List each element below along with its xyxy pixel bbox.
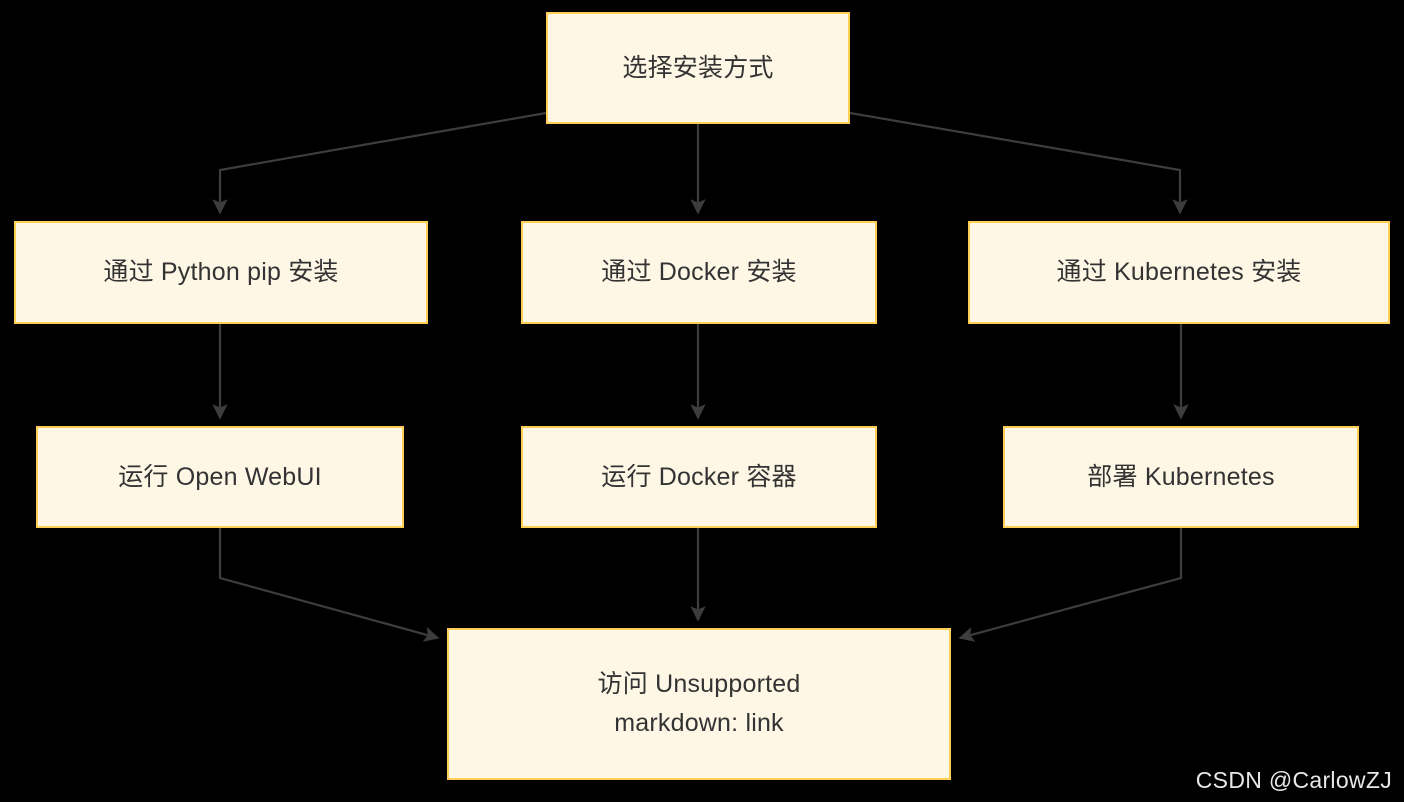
node-install-via-python-pip[interactable]: 通过 Python pip 安装 bbox=[14, 221, 428, 324]
node-label: 通过 Python pip 安装 bbox=[103, 258, 339, 286]
node-deploy-kubernetes[interactable]: 部署 Kubernetes bbox=[1003, 426, 1359, 528]
edge-run-webui-to-access bbox=[218, 528, 440, 642]
edge-deploy-k8s-to-access bbox=[958, 528, 1183, 642]
node-label: 通过 Kubernetes 安装 bbox=[1056, 258, 1302, 286]
node-label: 部署 Kubernetes bbox=[1087, 462, 1275, 491]
edge-root-to-kubernetes bbox=[849, 111, 1188, 215]
node-label: 访问 Unsupported markdown: link bbox=[597, 670, 801, 737]
node-select-install-method[interactable]: 选择安装方式 bbox=[546, 12, 850, 124]
watermark: CSDN @CarlowZJ bbox=[1195, 767, 1392, 793]
node-label: 运行 Docker 容器 bbox=[601, 462, 797, 491]
node-run-docker-container[interactable]: 运行 Docker 容器 bbox=[521, 426, 877, 528]
node-install-via-docker[interactable]: 通过 Docker 安装 bbox=[521, 221, 877, 324]
node-run-open-webui[interactable]: 运行 Open WebUI bbox=[36, 426, 404, 528]
node-label: 选择安装方式 bbox=[622, 53, 774, 82]
edge-root-to-pip bbox=[212, 111, 547, 215]
node-label: 通过 Docker 安装 bbox=[601, 258, 797, 286]
node-install-via-kubernetes[interactable]: 通过 Kubernetes 安装 bbox=[968, 221, 1390, 324]
node-access-link[interactable]: 访问 Unsupported markdown: link bbox=[447, 628, 951, 780]
node-label: 运行 Open WebUI bbox=[118, 462, 322, 491]
